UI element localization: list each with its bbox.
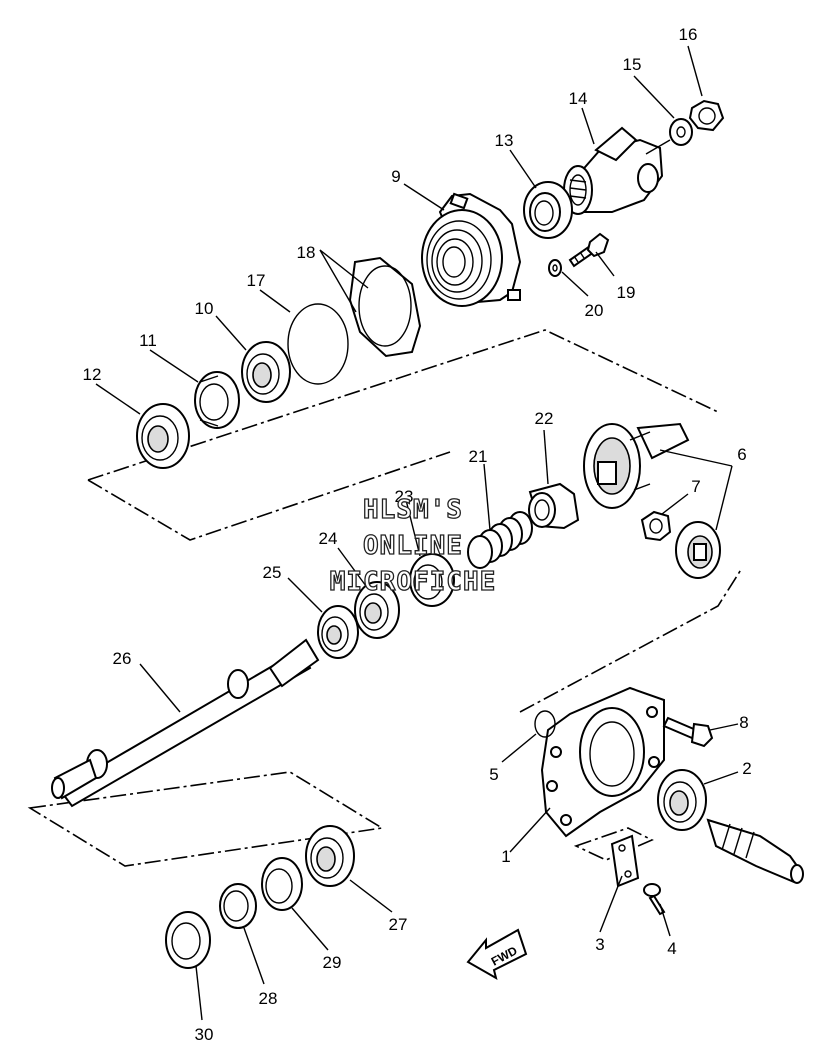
callout-25: 25 <box>263 563 282 582</box>
part-24-bearing <box>354 581 400 639</box>
watermark: HLSM'S ONLINE MICROFICHE <box>329 494 497 597</box>
part-25-bearing <box>317 605 359 659</box>
part-3-plate <box>610 834 640 888</box>
part-1-gear-case <box>540 686 665 838</box>
watermark-line-1: HLSM'S <box>363 495 463 525</box>
part-8-bolt <box>662 716 714 748</box>
part-6-ring-gear <box>583 422 690 509</box>
part-17-o-ring <box>287 303 349 385</box>
part-7-nut <box>640 510 672 542</box>
callout-18: 18 <box>297 243 316 262</box>
callout-4: 4 <box>667 939 676 958</box>
callout-16: 16 <box>679 25 698 44</box>
callout-numbers: 1 2 3 4 5 6 7 8 9 10 11 12 13 14 15 16 1… <box>83 25 752 1044</box>
callout-29: 29 <box>323 953 342 972</box>
part-21-spring <box>467 511 533 569</box>
callout-21: 21 <box>469 447 488 466</box>
callout-30: 30 <box>195 1025 214 1044</box>
callout-8: 8 <box>739 713 748 732</box>
watermark-line-2: ONLINE <box>363 531 463 561</box>
part-10-bearing <box>241 341 291 403</box>
part-11-ring-nut <box>194 371 240 429</box>
callout-3: 3 <box>595 935 604 954</box>
callout-6: 6 <box>737 445 746 464</box>
callout-14: 14 <box>569 89 588 108</box>
part-26-drive-shaft <box>51 638 320 808</box>
part-6-pinion-gear <box>675 521 721 579</box>
part-22-collar <box>528 482 580 530</box>
reference-outline-upper <box>87 329 743 713</box>
pinion-shaft <box>706 818 804 884</box>
leader-lines <box>95 45 739 1021</box>
part-16-nut <box>688 99 725 132</box>
callout-26: 26 <box>113 649 132 668</box>
part-9-bearing-housing <box>421 192 522 307</box>
forward-direction-arrow: FWD <box>466 928 528 981</box>
part-2-bearing <box>657 769 707 831</box>
callout-28: 28 <box>259 989 278 1008</box>
callout-13: 13 <box>495 131 514 150</box>
part-29-ring-nut <box>261 857 303 911</box>
part-20-washer <box>548 259 562 277</box>
callout-27: 27 <box>389 915 408 934</box>
part-28-collar <box>219 883 257 929</box>
reference-outline-bolt <box>573 827 654 861</box>
callout-10: 10 <box>195 299 214 318</box>
callout-15: 15 <box>623 55 642 74</box>
part-15-washer <box>669 118 693 146</box>
callout-5: 5 <box>489 765 498 784</box>
part-5-o-ring <box>534 710 556 738</box>
callout-17: 17 <box>247 271 266 290</box>
part-18-shim <box>348 256 422 358</box>
part-30-oil-seal <box>165 911 211 969</box>
callout-9: 9 <box>391 167 400 186</box>
callout-24: 24 <box>319 529 338 548</box>
callout-2: 2 <box>742 759 751 778</box>
part-23-cup <box>409 553 455 607</box>
callout-23: 23 <box>395 487 414 506</box>
callout-7: 7 <box>691 477 700 496</box>
callout-11: 11 <box>139 331 157 350</box>
part-13-oil-seal <box>523 181 573 239</box>
callout-1: 1 <box>501 847 510 866</box>
callout-12: 12 <box>83 365 102 384</box>
part-19-bolt <box>568 232 610 268</box>
callout-20: 20 <box>585 301 604 320</box>
callout-19: 19 <box>617 283 636 302</box>
part-12-bearing <box>136 403 190 469</box>
callout-22: 22 <box>535 409 554 428</box>
part-14-yoke <box>563 126 671 215</box>
watermark-line-3: MICROFICHE <box>330 567 497 597</box>
reference-outline-lower <box>27 771 385 867</box>
part-27-bearing <box>305 825 355 887</box>
